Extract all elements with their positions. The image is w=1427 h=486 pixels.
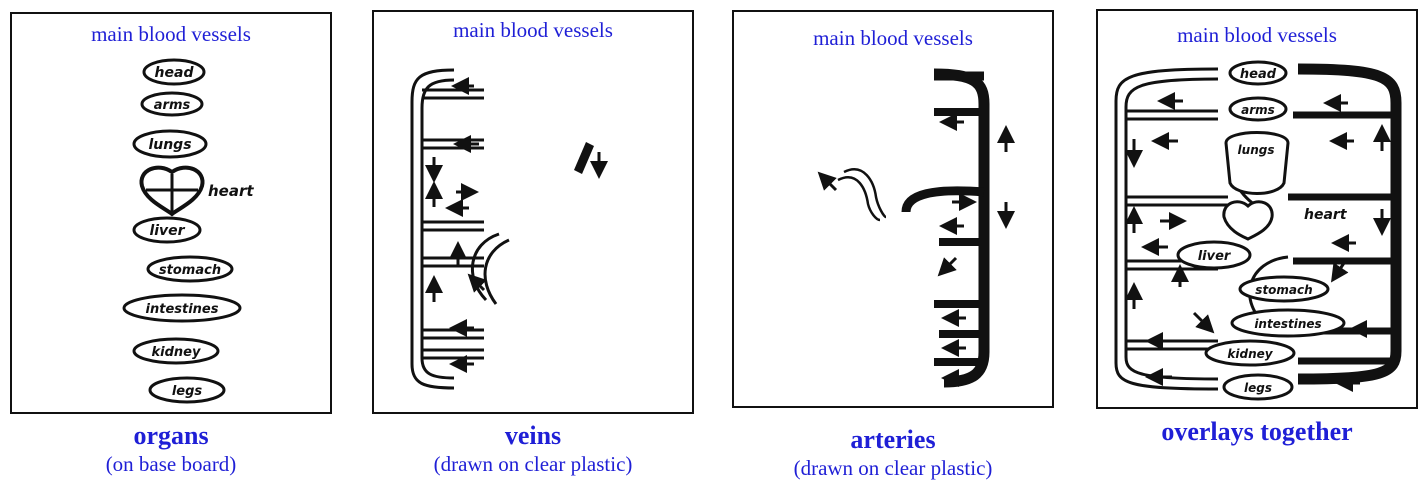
vein-lung-fragment: [574, 142, 594, 174]
veins-caption: veins (drawn on clear plastic): [372, 420, 694, 476]
organ-label-kidney: kidney: [152, 345, 201, 360]
overlay-label-arms: arms: [1241, 103, 1275, 117]
organs-drawing: head arms lungs heart liver stomach inte…: [12, 14, 334, 416]
vein-portal-curve-2: [485, 240, 509, 304]
artery-arrow: [944, 258, 956, 270]
organ-label-stomach: stomach: [159, 263, 221, 278]
vein-branch-heart: [422, 222, 484, 230]
overlay-drawing: head arms lungs heart liver stomach inte…: [1098, 11, 1420, 411]
overlay-label-legs: legs: [1244, 381, 1272, 395]
overlay-vein-branches: [1126, 111, 1228, 349]
overlay-vein-trunk-inner: [1126, 79, 1218, 379]
arteries-caption: arteries (drawn on clear plastic): [732, 424, 1054, 480]
organ-label-intestines: intestines: [146, 302, 219, 317]
overlay-organ-lungs: [1226, 133, 1288, 194]
overlay-panel: main blood vessels: [1096, 9, 1418, 409]
caption-title: veins: [372, 420, 694, 452]
overlay-label-head: head: [1240, 67, 1277, 82]
overlay-arrow: [1336, 263, 1344, 275]
organ-label-arms: arms: [154, 98, 191, 113]
organ-label-heart: heart: [208, 182, 254, 200]
artery-branch-heart: [906, 191, 984, 212]
organ-heart-shape: [141, 168, 202, 214]
caption-title: organs: [10, 420, 332, 452]
overlay-arrow: [1194, 313, 1208, 327]
organ-label-legs: legs: [172, 384, 203, 399]
organs-caption: organs (on base board): [10, 420, 332, 476]
overlay-label-liver: liver: [1198, 249, 1232, 264]
arteries-panel: main blood vessels: [732, 10, 1054, 408]
organ-label-liver: liver: [149, 223, 185, 239]
overlay-caption: overlays together: [1096, 416, 1418, 448]
arteries-drawing: [734, 12, 1056, 410]
overlay-label-stomach: stomach: [1255, 283, 1312, 297]
overlay-organ-heart: [1224, 202, 1272, 239]
overlay-label-lungs: lungs: [1238, 143, 1275, 157]
overlay-label-kidney: kidney: [1227, 347, 1273, 361]
caption-subtitle: (on base board): [10, 452, 332, 476]
caption-title: overlays together: [1096, 416, 1418, 448]
organ-label-head: head: [155, 65, 195, 81]
veins-drawing: [374, 12, 696, 416]
overlay-label-intestines: intestines: [1254, 317, 1321, 331]
veins-panel: main blood vessels: [372, 10, 694, 414]
vein-branch-kidney: [422, 330, 484, 338]
caption-subtitle: (drawn on clear plastic): [372, 452, 694, 476]
organ-label-lungs: lungs: [148, 137, 191, 153]
vein-branch-head: [422, 90, 484, 98]
artery-arrow: [824, 178, 836, 190]
caption-title: arteries: [732, 424, 1054, 456]
caption-subtitle: (drawn on clear plastic): [732, 456, 1054, 480]
organs-panel: main blood vessels head arms lungs heart…: [10, 12, 332, 414]
overlay-label-heart: heart: [1304, 207, 1348, 223]
vein-branch-legs: [422, 350, 484, 358]
